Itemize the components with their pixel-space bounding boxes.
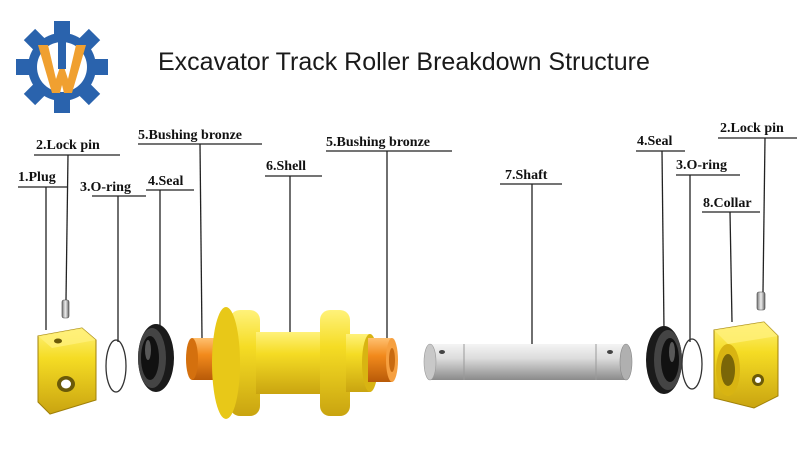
label-lock-pin-right: 2.Lock pin [720, 121, 784, 136]
label-collar: 8.Collar [703, 196, 752, 211]
label-shaft: 7.Shaft [505, 168, 548, 183]
collar-part [713, 321, 779, 409]
leader-lines [18, 137, 797, 348]
bushing-bronze-left-part [186, 338, 216, 380]
label-plug: 1.Plug [18, 170, 56, 185]
o-ring-left-part [105, 339, 127, 393]
plug-part [37, 327, 97, 415]
seal-right-part [646, 326, 682, 394]
label-bushing-right: 5.Bushing bronze [326, 135, 430, 150]
label-bushing-left: 5.Bushing bronze [138, 128, 242, 143]
bushing-bronze-right-part [368, 338, 398, 382]
label-o-ring-left: 3.O-ring [80, 180, 131, 195]
label-seal-right: 4.Seal [637, 134, 673, 149]
label-o-ring-right: 3.O-ring [676, 158, 727, 173]
label-shell: 6.Shell [266, 159, 307, 174]
gear-w-logo-icon [16, 21, 108, 113]
page-title: Excavator Track Roller Breakdown Structu… [158, 48, 650, 76]
label-lock-pin-left: 2.Lock pin [36, 138, 100, 153]
lock-pin-right-part [756, 291, 766, 311]
o-ring-right-part [681, 338, 703, 390]
label-seal-left: 4.Seal [148, 174, 184, 189]
seal-left-part [138, 324, 174, 392]
lock-pin-left-part [61, 299, 70, 319]
shaft-part [423, 343, 633, 381]
shell-part [212, 307, 378, 419]
